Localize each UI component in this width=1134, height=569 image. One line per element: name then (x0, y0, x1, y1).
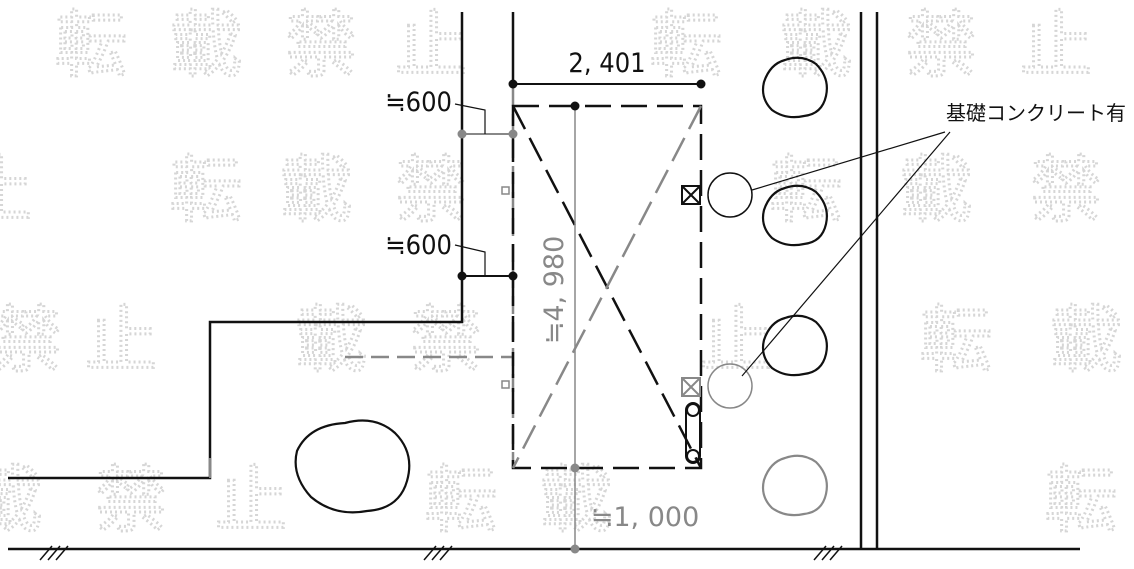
watermark-char: 禁 (285, 3, 357, 87)
watermark-char: 禁 (95, 458, 167, 542)
watermark-char: 載 (280, 148, 352, 232)
watermark-char: 禁 (0, 298, 62, 382)
parking-space (511, 104, 703, 549)
tree-icon (761, 184, 828, 247)
bollard (681, 377, 701, 397)
watermark-char: 禁 (1030, 148, 1102, 232)
offset-upper-label: ≒600 (385, 87, 452, 118)
watermark-char: 転 (1045, 458, 1117, 542)
watermark-char: 載 (295, 298, 367, 382)
watermark-char: 禁 (905, 3, 977, 87)
watermark-char: 載 (0, 458, 42, 542)
foundation-circle (707, 363, 753, 409)
dimension-length: ≒4, 980 (539, 101, 580, 473)
watermark-char: 転 (55, 3, 127, 87)
watermark-char: 止 (85, 298, 157, 382)
tree-icon (761, 56, 828, 119)
ground-line (8, 545, 1080, 561)
watermark-char: 止 (1020, 3, 1092, 87)
watermark-char: 転 (650, 3, 722, 87)
tree-icon (294, 419, 411, 514)
watermark-char: 禁 (395, 148, 467, 232)
watermark-char: 止 (0, 148, 32, 232)
watermark-char: 止 (215, 458, 287, 542)
car-stop (685, 402, 701, 464)
watermark-char: 止 (700, 298, 772, 382)
foundation-note: 基礎コンクリート有 (741, 101, 1126, 377)
watermark-char: 載 (780, 3, 852, 87)
watermark-char: 転 (920, 298, 992, 382)
front-gap-dimension-label: ≒1, 000 (591, 502, 700, 533)
length-dimension-label: ≒4, 980 (539, 236, 570, 345)
watermark-char: 載 (900, 148, 972, 232)
watermark-char: 載 (1050, 298, 1122, 382)
watermark-char: 転 (425, 458, 497, 542)
watermark: 転 載 禁 止 転 載 禁 止 止 転 載 禁 転 載 禁 禁 止 載 禁 止 … (0, 2, 1124, 544)
foundation-note-label: 基礎コンクリート有 (946, 101, 1126, 125)
tree-icon (761, 454, 828, 517)
dimension-width: 2, 401 (508, 48, 706, 89)
width-dimension-label: 2, 401 (568, 48, 645, 79)
tree-icon (761, 314, 828, 377)
dimension-front-gap: ≒1, 000 (570, 502, 700, 554)
foundation-circle (707, 172, 753, 218)
watermark-char: 止 (395, 3, 467, 87)
bollard (681, 185, 701, 205)
tree-shrubs (294, 56, 828, 517)
watermark-char: 転 (170, 148, 242, 232)
boundary-wall-right (859, 12, 879, 549)
dimension-offset-upper: ≒600 (385, 87, 518, 139)
watermark-char: 載 (170, 3, 242, 87)
watermark-char: 禁 (410, 298, 482, 382)
dimension-offset-lower: ≒600 (385, 230, 518, 281)
offset-lower-label: ≒600 (385, 230, 452, 261)
